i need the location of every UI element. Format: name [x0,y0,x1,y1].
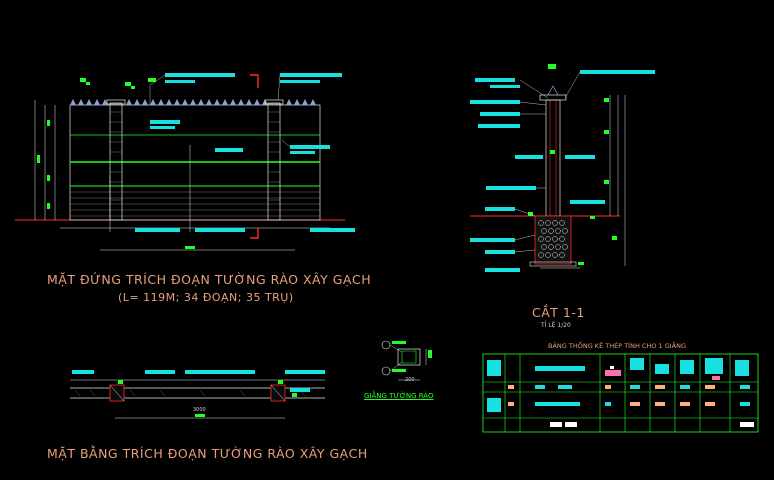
elevation-title: MẶT ĐỨNG TRÍCH ĐOẠN TƯỜNG RÀO XÂY GẠCH [47,272,372,287]
steel-schedule-table [482,353,759,433]
elevation-view [15,73,355,251]
elevation-subtitle: (L= 119M; 34 ĐOẠN; 35 TRỤ) [118,291,294,304]
section-view [470,64,655,272]
beam-title: GIẰNG TƯỜNG RÀO [364,392,434,400]
plan-dimension: 3000 [193,407,206,413]
plan-title: MẶT BẰNG TRÍCH ĐOẠN TƯỜNG RÀO XÂY GẠCH [47,446,368,461]
beam-dimension: 200 [405,377,415,383]
plan-view [70,370,325,419]
section-title: CẮT 1-1 [532,305,585,320]
section-scale: TỈ LỆ 1/20 [541,322,571,329]
table-title: BẢNG THỐNG KÊ THÉP TÍNH CHO 1 GIẰNG [548,342,687,350]
beam-detail [381,340,432,381]
